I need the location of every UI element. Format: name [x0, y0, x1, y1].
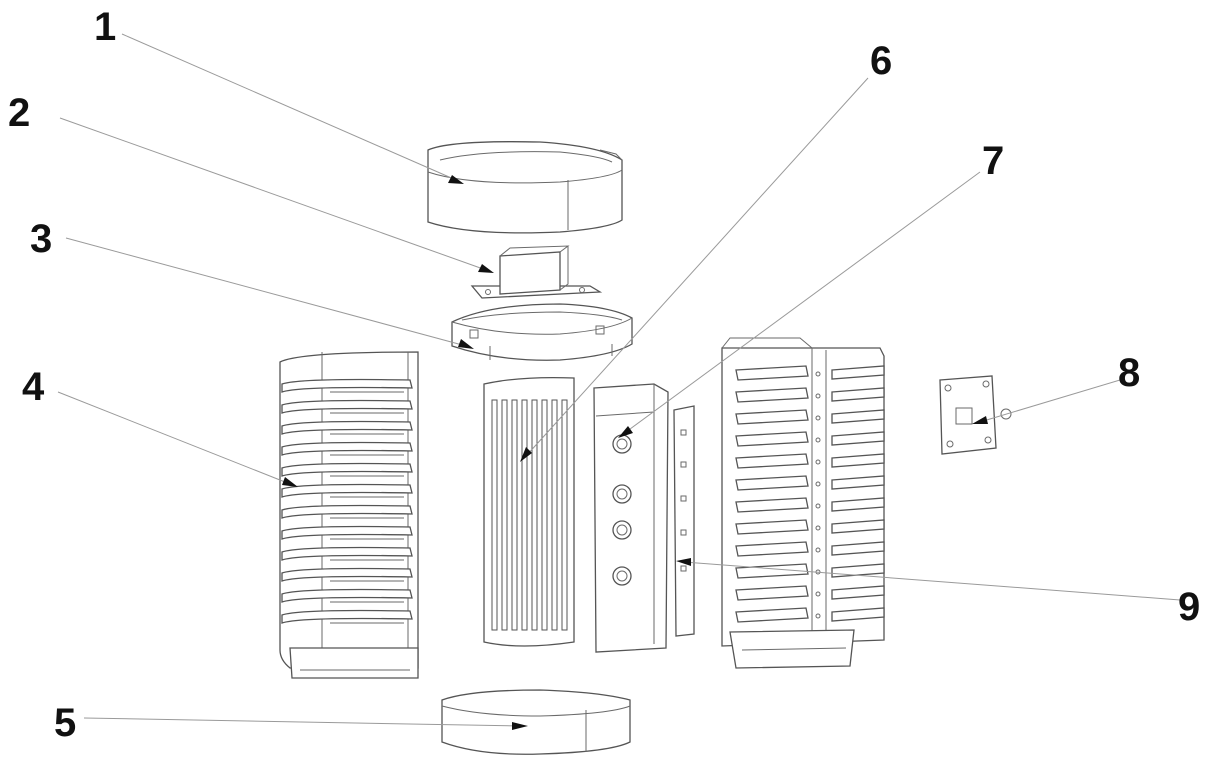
sleeve-slot [501, 399, 508, 631]
leader-3 [65, 237, 467, 347]
left-shell-fin [281, 378, 413, 393]
part-4-left-shell [279, 351, 419, 679]
right-finned-housing [721, 337, 885, 669]
sleeve-slot [561, 399, 568, 631]
sleeve-slot [521, 399, 528, 631]
leader-6 [525, 77, 869, 457]
part-2-module [470, 245, 603, 299]
right-housing-fin [831, 497, 885, 512]
callout-4: 4 [22, 365, 45, 409]
left-shell-fin [281, 609, 413, 624]
arrowhead-4 [282, 477, 298, 487]
leader-9 [683, 561, 1181, 601]
right-housing-fin [735, 409, 809, 425]
right-housing-fin [735, 497, 809, 513]
right-housing-fin [831, 519, 885, 534]
right-housing-fin [735, 431, 809, 447]
left-shell-fin [281, 588, 413, 603]
callout-5: 5 [54, 701, 76, 745]
right-housing-fin [735, 541, 809, 557]
leader-1 [121, 33, 457, 181]
right-housing-fin [735, 365, 809, 381]
arrowhead-3 [458, 339, 474, 349]
left-shell-fin [281, 399, 413, 414]
arrowhead-8 [972, 416, 988, 424]
callout-8: 8 [1118, 351, 1140, 395]
right-housing-fin [735, 453, 809, 469]
callout-3: 3 [30, 217, 52, 261]
right-housing-fin [735, 387, 809, 403]
callout-1: 1 [94, 5, 116, 49]
left-shell-fin [281, 525, 413, 540]
arrowheads [282, 175, 988, 730]
right-housing-fin [831, 585, 885, 600]
part-5-bottom-ring [441, 689, 631, 755]
callout-9: 9 [1178, 585, 1200, 629]
part-3-ring-frame [451, 303, 633, 361]
left-shell-fin [281, 483, 413, 498]
part-8-mount-plate [939, 375, 1012, 455]
right-housing-fin [831, 409, 885, 424]
right-housing-fin [831, 541, 885, 556]
right-housing-fin [831, 453, 885, 468]
right-housing-fin [831, 563, 885, 578]
arrowhead-6 [520, 447, 532, 462]
part-6-inner-sleeve [483, 376, 575, 647]
sleeve-slot [551, 399, 558, 631]
arrowhead-9 [676, 558, 691, 566]
callout-2: 2 [8, 91, 30, 135]
callout-6: 6 [870, 39, 892, 83]
right-housing-fin [735, 519, 809, 535]
arrowhead-2 [478, 264, 494, 273]
right-housing-fin [831, 387, 885, 402]
right-housing-fin [831, 365, 885, 380]
leader-5 [83, 717, 521, 727]
leader-7 [625, 171, 981, 433]
left-shell-fin [281, 546, 413, 561]
leader-2 [59, 117, 487, 271]
part-1-top-cap [427, 141, 623, 234]
right-housing-fin [831, 607, 885, 622]
callout-labels: 1 2 3 4 5 6 7 8 9 [8, 5, 1200, 745]
part-9-strip [673, 405, 695, 637]
part-7-holed-bar [593, 383, 669, 653]
sleeve-slot [541, 399, 548, 631]
sleeve-slot [491, 399, 498, 631]
callout-7: 7 [982, 139, 1004, 183]
left-shell-fin [281, 462, 413, 477]
arrowhead-5 [512, 722, 528, 730]
left-shell-fin [281, 441, 413, 456]
leader-lines [57, 33, 1181, 727]
arrowhead-7 [618, 426, 633, 438]
sleeve-slot [511, 399, 518, 631]
leader-4 [57, 391, 291, 485]
right-housing-fin [735, 607, 809, 623]
right-housing-fin [735, 585, 809, 601]
right-housing-fin [735, 475, 809, 491]
left-shell-fin [281, 567, 413, 582]
right-housing-fin [831, 475, 885, 490]
left-shell-fin [281, 420, 413, 435]
right-housing-fin [831, 431, 885, 446]
sleeve-slot [531, 399, 538, 631]
arrowhead-1 [448, 175, 464, 184]
leader-8 [979, 379, 1121, 423]
left-shell-fin [281, 504, 413, 519]
